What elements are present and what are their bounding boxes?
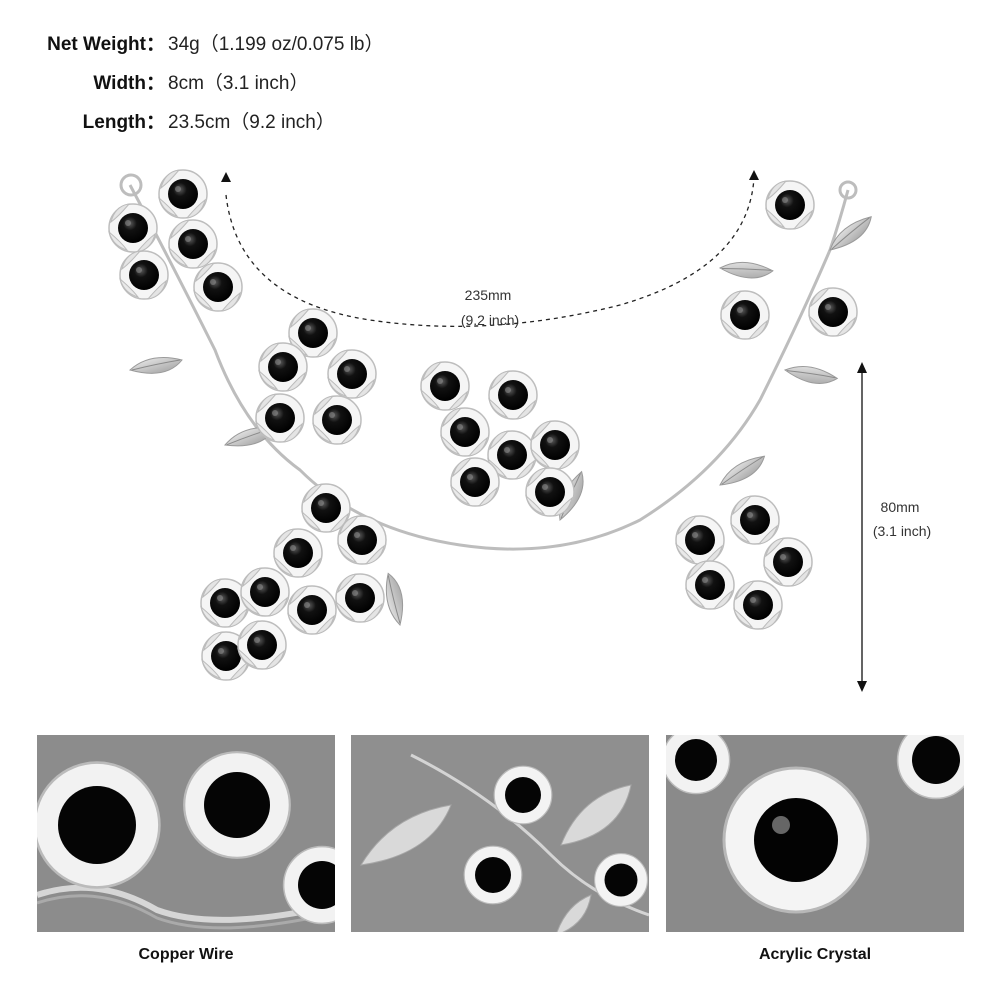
rose-flower (287, 585, 337, 635)
rose-flower (808, 287, 858, 337)
rose-flower (258, 342, 308, 392)
leaf (783, 357, 839, 392)
rose-flower (450, 457, 500, 507)
rose-flower (240, 567, 290, 617)
rose-flower (237, 620, 287, 670)
spec-length: Length： 23.5cm（9.2 inch） (0, 108, 520, 138)
rose-flower (685, 560, 735, 610)
rose-flower (420, 361, 470, 411)
length-arrow-left (221, 172, 231, 182)
wire-vine (128, 184, 850, 551)
spec-value: 8cm（3.1 inch） (168, 73, 309, 94)
length-inch-label: (9.2 inch) (461, 312, 519, 328)
length-arc (225, 177, 755, 327)
rose-flower (720, 290, 770, 340)
rose-flower (327, 349, 377, 399)
length-arrow-right (749, 170, 759, 180)
spec-label: Width： (93, 73, 165, 94)
rose-flower (273, 528, 323, 578)
spec-value: 23.5cm（9.2 inch） (168, 112, 335, 133)
rose-flower (488, 370, 538, 420)
rose-flower (193, 262, 243, 312)
spec-label: Net Weight： (47, 34, 165, 55)
end-loop-right (838, 180, 858, 200)
detail-photo-acrylic-crystal (666, 735, 964, 932)
rose-flower (255, 393, 305, 443)
spec-label: Length： (82, 112, 165, 133)
width-inch-label: (3.1 inch) (873, 523, 931, 539)
spec-value: 34g（1.199 oz/0.075 lb） (168, 34, 384, 55)
spec-net-weight: Net Weight： 34g（1.199 oz/0.075 lb） (0, 30, 520, 60)
caption-leaves (351, 944, 649, 966)
leaf (823, 214, 878, 254)
rose-flower (733, 580, 783, 630)
end-loop-left (119, 173, 143, 197)
rose-flower (337, 515, 387, 565)
spec-width: Width： 8cm（3.1 inch） (0, 69, 520, 99)
rose-flower (168, 219, 218, 269)
rose-flower (119, 250, 169, 300)
product-illustration: 235mm (9.2 inch) 80mm (3.1 inch) (0, 150, 1001, 710)
rose-flower (763, 537, 813, 587)
rose-flower (675, 515, 725, 565)
width-arrow-bottom (857, 681, 867, 692)
rose-flower (108, 203, 158, 253)
rose-flower (730, 495, 780, 545)
rose-flower (530, 420, 580, 470)
length-mm-label: 235mm (465, 287, 512, 303)
leaf (385, 572, 404, 626)
leaf (714, 453, 770, 489)
leaf (129, 357, 183, 374)
leaf (718, 255, 774, 285)
caption-copper-wire: Copper Wire (138, 946, 234, 963)
rose-flower (440, 407, 490, 457)
rose-flower (158, 169, 208, 219)
rose-flower (765, 180, 815, 230)
rose-flower (525, 467, 575, 517)
rose-flower (335, 573, 385, 623)
detail-photo-leaves (351, 735, 649, 932)
caption-acrylic-crystal: Acrylic Crystal (758, 946, 872, 963)
detail-photo-copper-wire (37, 735, 335, 932)
width-mm-label: 80mm (881, 499, 920, 515)
rose-flower (312, 395, 362, 445)
width-arrow-top (857, 362, 867, 373)
